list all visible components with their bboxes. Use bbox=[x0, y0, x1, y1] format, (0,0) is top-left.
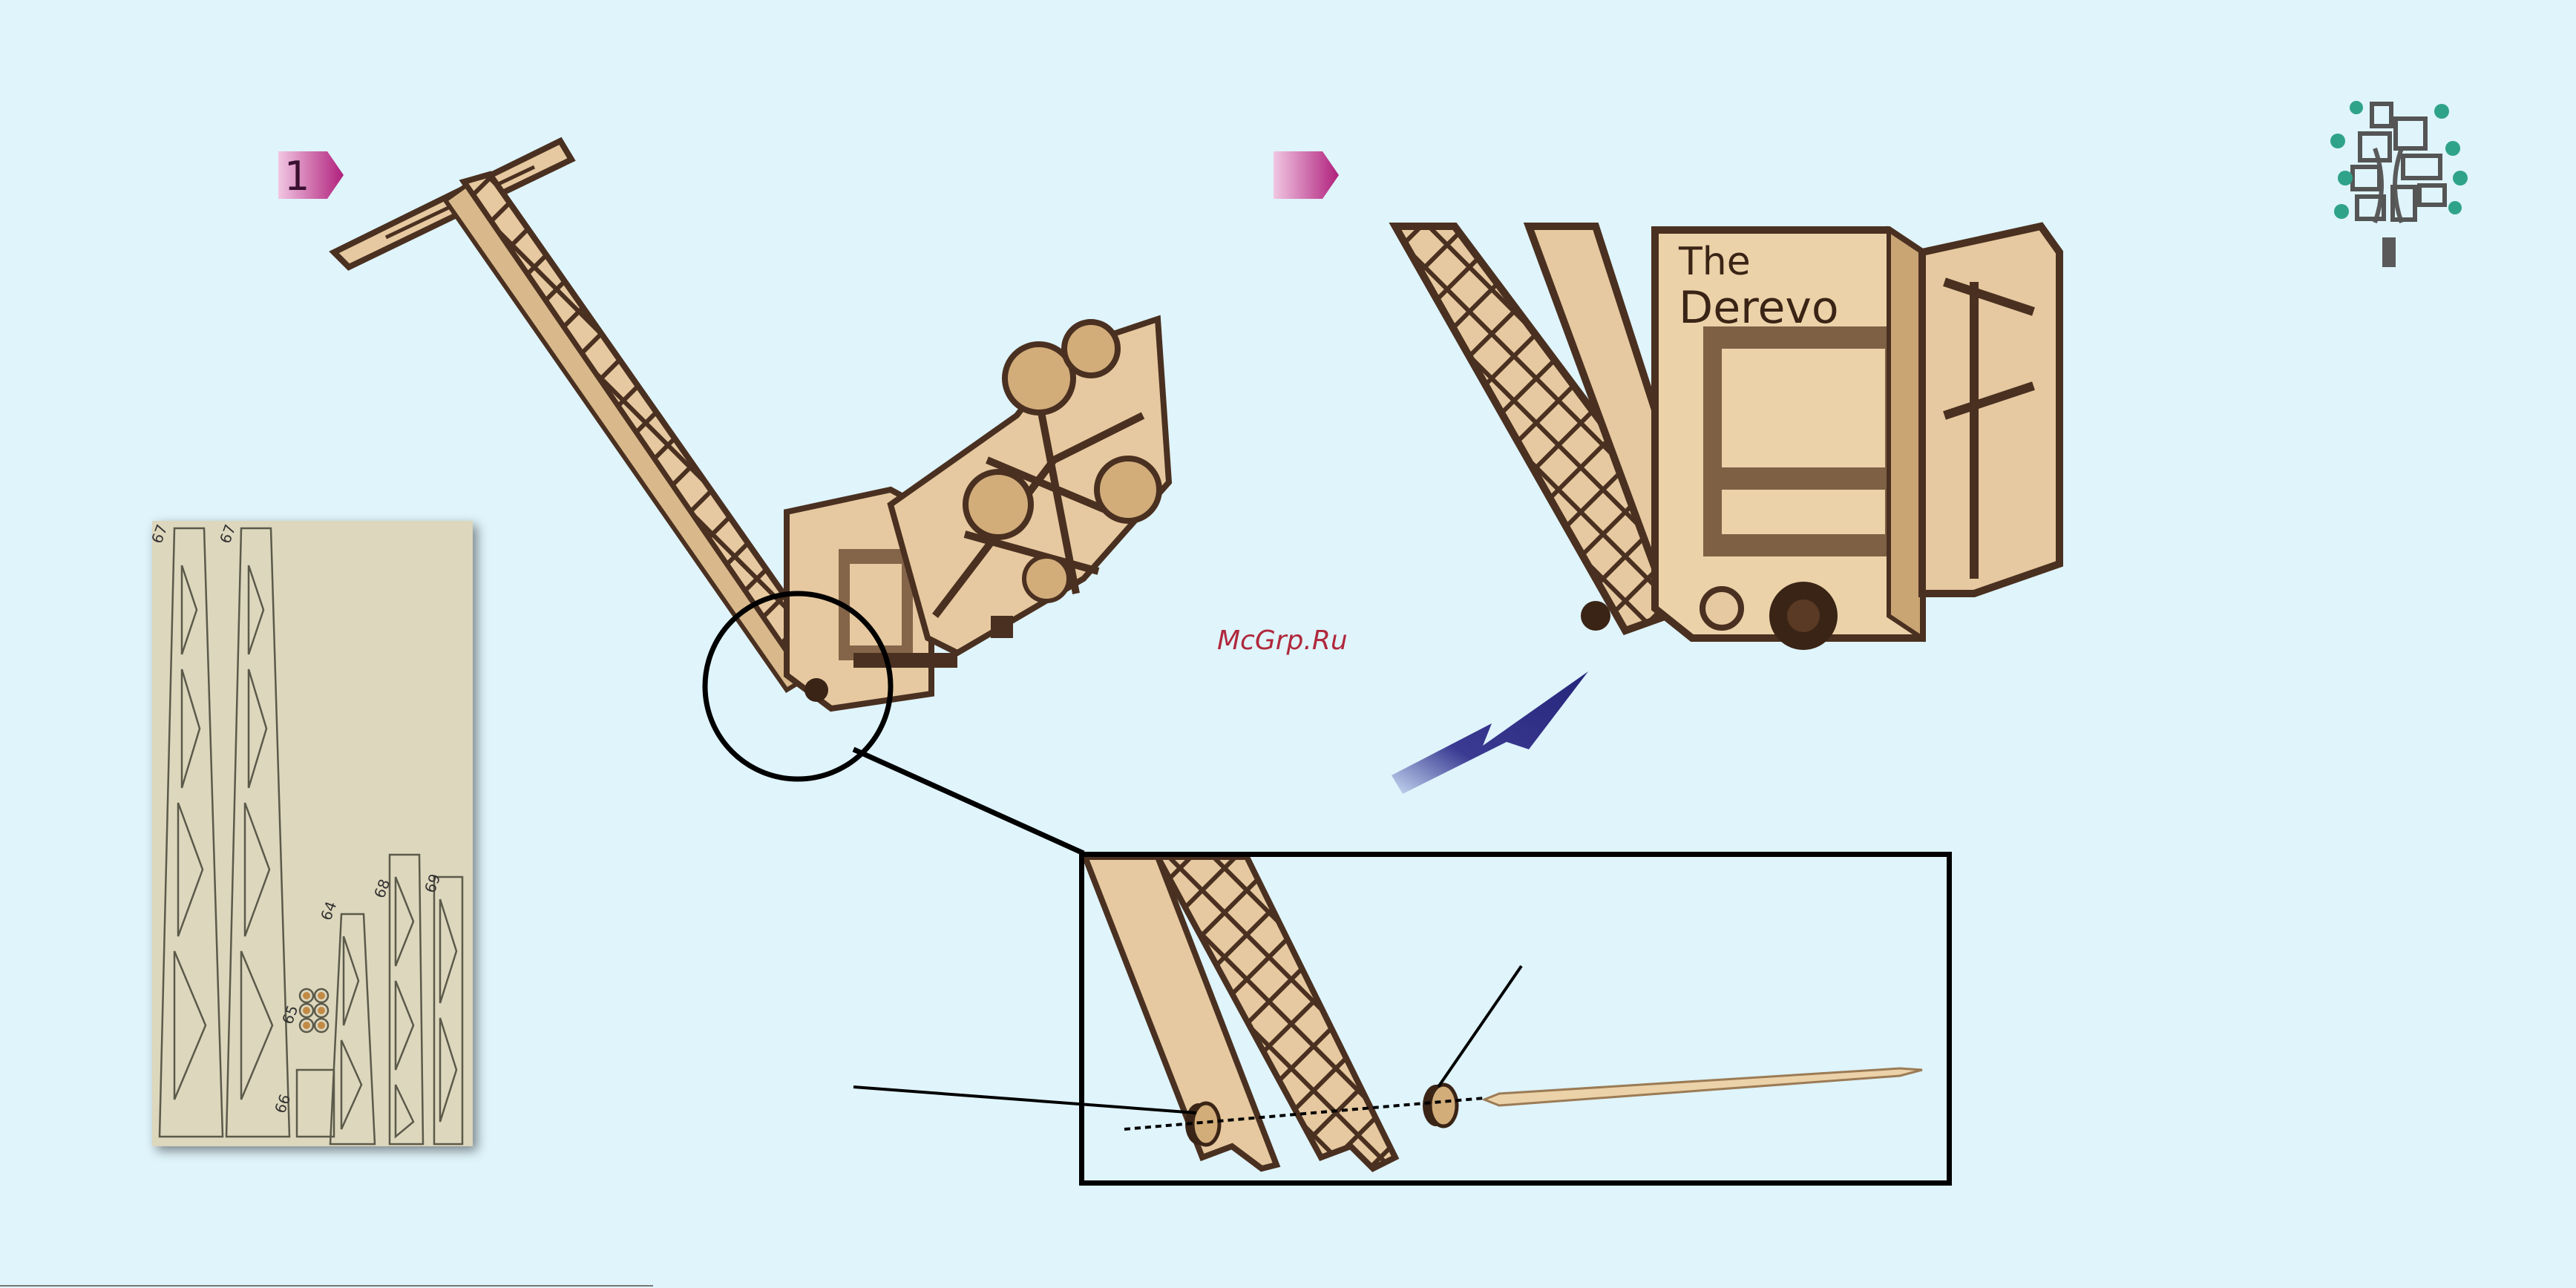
part-label-67b: 67 bbox=[216, 522, 239, 546]
part-label-67a: 67 bbox=[152, 522, 171, 546]
watermark-text: McGrp.Ru bbox=[1217, 625, 1348, 656]
zoom-label-the: The bbox=[1678, 240, 1751, 284]
part-label-69: 69 bbox=[421, 871, 444, 895]
bottom-divider bbox=[0, 1285, 653, 1287]
blue-arrow-icon bbox=[1392, 671, 1588, 794]
zoom-detail-view: The Derevo bbox=[1395, 226, 2059, 650]
part-label-66: 66 bbox=[271, 1092, 294, 1116]
parts-sheet: 67 67 64 68 69 65 66 bbox=[152, 521, 473, 1146]
parts-sheet-drawing: 67 67 64 68 69 65 66 bbox=[152, 521, 473, 1146]
axle-callout-box bbox=[1079, 852, 1952, 1186]
part-label-65: 65 bbox=[278, 1003, 301, 1027]
zoom-label-derevo: Derevo bbox=[1679, 282, 1839, 334]
magnifier-leader-line bbox=[853, 749, 1084, 853]
tree-frames-logo-icon bbox=[2330, 101, 2468, 267]
part-label-64: 64 bbox=[317, 899, 340, 923]
